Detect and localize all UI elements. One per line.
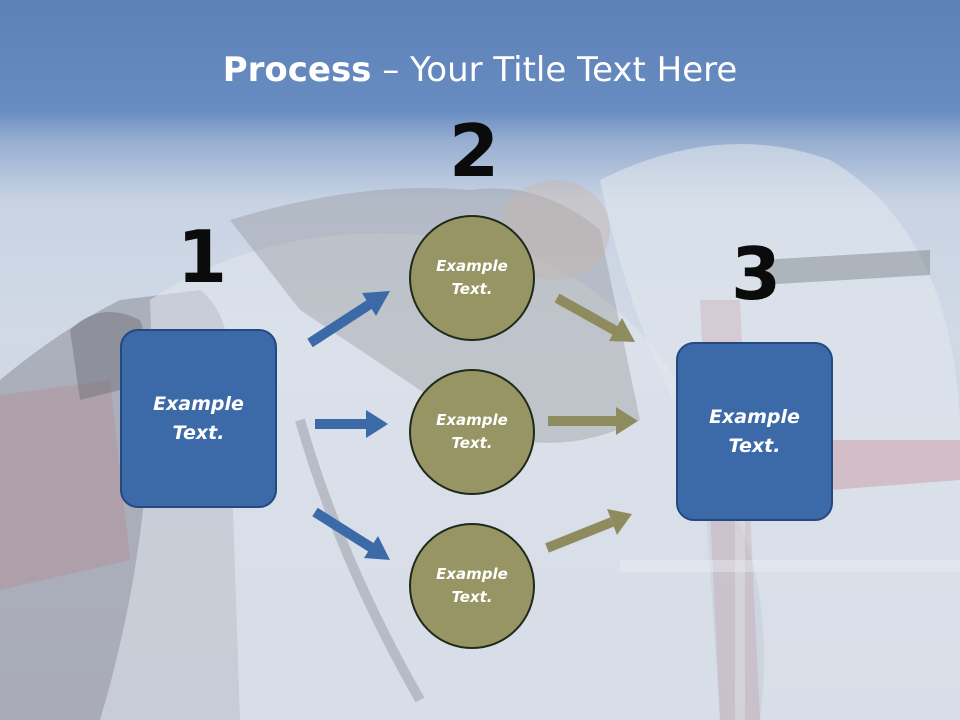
circle-middle-text: Example Text. [436, 411, 508, 452]
step-3-text: Example Text. [709, 405, 800, 457]
step-number-1: 1 [177, 215, 228, 299]
arrow-to-bottom-circle [312, 507, 390, 560]
arrow-to-middle-circle [315, 410, 388, 438]
circle-middle: Example Text. [409, 369, 535, 495]
step-number-2: 2 [449, 109, 500, 193]
step-1-box: Example Text. [120, 329, 277, 508]
title-rest: – Your Title Text Here [371, 50, 738, 90]
step-number-3: 3 [731, 232, 782, 316]
arrow-from-top-circle [554, 293, 635, 342]
circle-top-text: Example Text. [436, 257, 508, 298]
step-1-text: Example Text. [153, 392, 244, 444]
circle-bottom-text: Example Text. [436, 565, 508, 606]
step-3-box: Example Text. [676, 342, 833, 521]
title-bold: Process [222, 50, 372, 90]
slide-title: Process – Your Title Text Here [0, 50, 960, 90]
circle-top: Example Text. [409, 215, 535, 341]
arrow-from-bottom-circle [545, 509, 632, 553]
arrow-to-top-circle [307, 291, 390, 348]
arrow-from-middle-circle [548, 407, 638, 435]
circle-bottom: Example Text. [409, 523, 535, 649]
